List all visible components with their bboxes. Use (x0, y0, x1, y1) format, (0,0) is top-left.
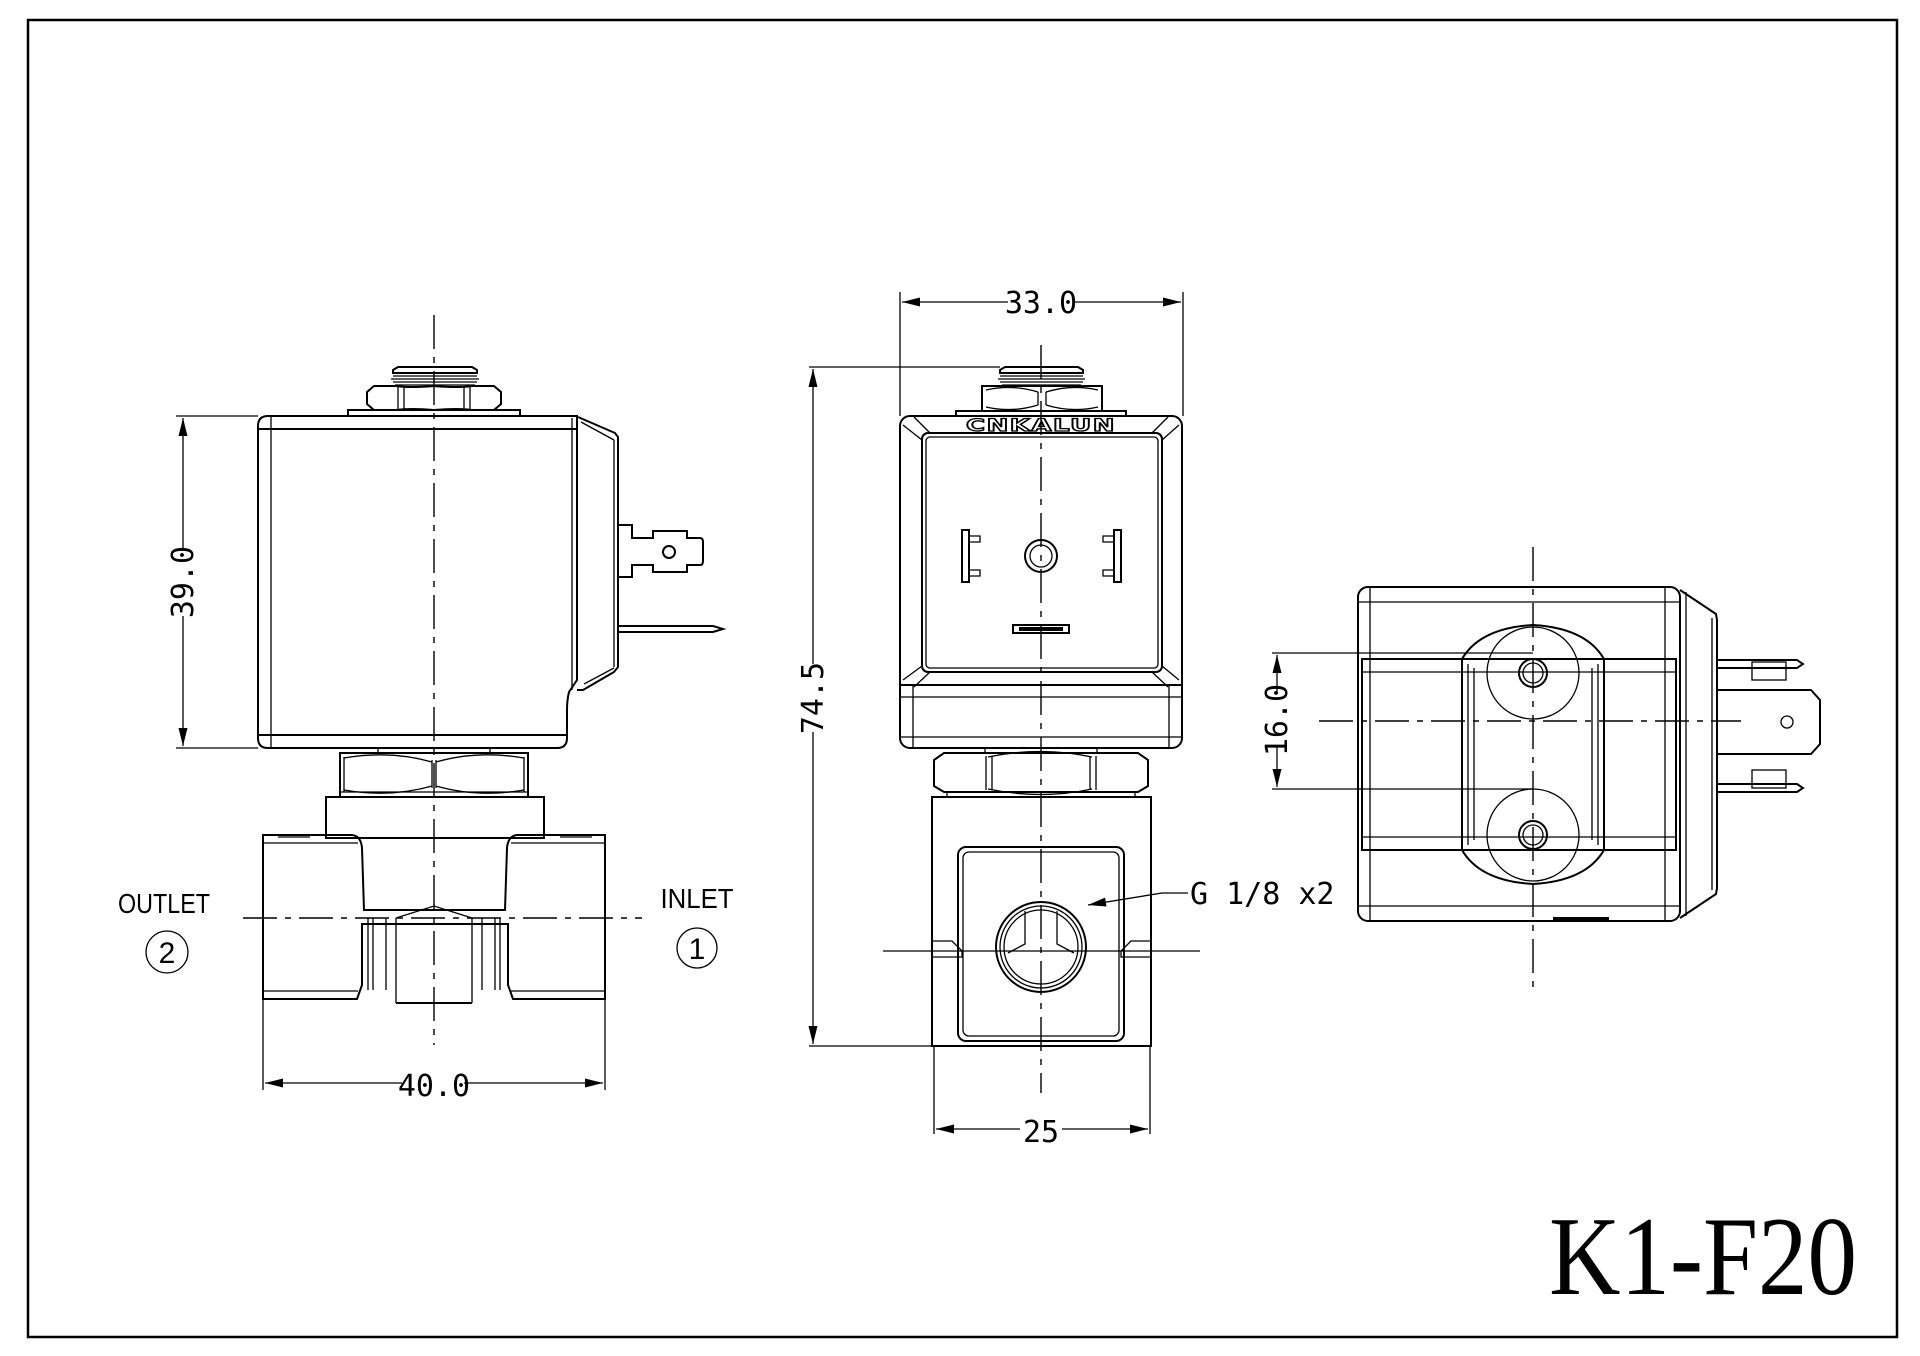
dim-body-25: 25 (933, 1046, 1151, 1150)
dim-74-label: 74.5 (796, 662, 831, 734)
inlet-label: INLET (661, 883, 734, 914)
bonnet (325, 796, 545, 839)
port-callout-label: G 1/8 x2 (1190, 877, 1335, 912)
dim-25-label: 25 (1023, 1115, 1059, 1150)
dim-16-label: 16.0 (1260, 684, 1295, 756)
side-view: 39.0 40.0 OUTLET 2 INLET 1 (118, 315, 734, 1104)
dim-hole-spacing: 16.0 (1260, 652, 1533, 790)
port-callout: G 1/8 x2 (1087, 877, 1335, 912)
side-coil (257, 415, 727, 749)
top-fitting-thread (391, 366, 479, 386)
drawing-border (26, 18, 1899, 1339)
dim-coil-width: 33.0 (899, 286, 1184, 416)
front-top-nut (981, 385, 1103, 412)
dim-coil-height: 39.0 (166, 415, 258, 749)
inlet-number-circle (676, 927, 718, 969)
bottom-view: 16.0 (1260, 547, 1821, 993)
dim-40-label: 40.0 (398, 1069, 470, 1104)
dim-total-height: 74.5 (796, 366, 1000, 1047)
inlet-number: 1 (689, 933, 706, 966)
connector-socket-left (961, 529, 981, 583)
valve-body (262, 834, 606, 1004)
front-view: CNKALUN (796, 286, 1335, 1150)
connector-socket-right (1102, 529, 1122, 583)
outlet-number: 2 (159, 937, 176, 970)
lower-nut (339, 747, 529, 798)
dim-33-label: 33.0 (1005, 286, 1077, 321)
outlet-number-circle (145, 930, 189, 974)
dim-39-label: 39.0 (166, 546, 201, 618)
dim-body-width: 40.0 (262, 1000, 606, 1104)
outlet-label: OUTLET (118, 888, 210, 919)
model-title: K1-F20 (1549, 1195, 1857, 1319)
